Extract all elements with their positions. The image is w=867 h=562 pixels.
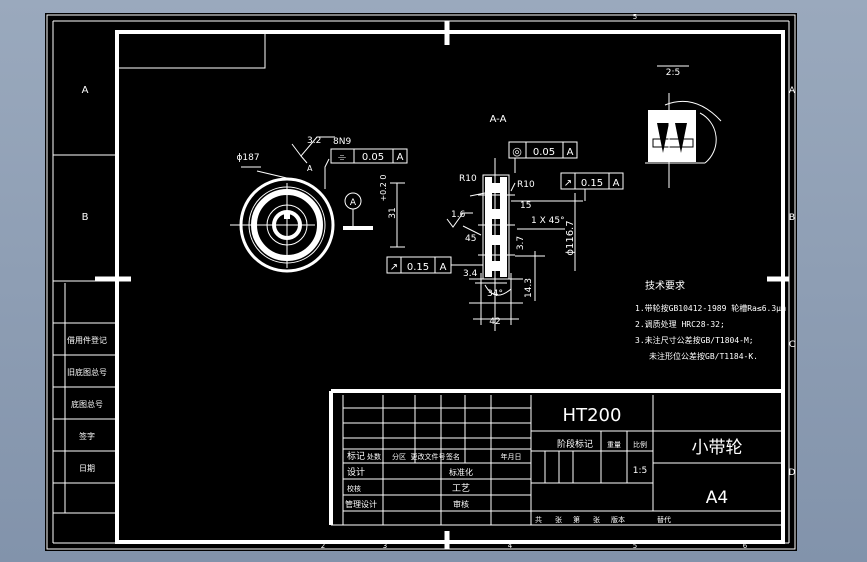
dim-116-7: ϕ116.7 <box>565 220 576 255</box>
requirement-item: 未注形位公差按GB/T1184-K. <box>649 351 758 361</box>
zone-number: 5 <box>633 542 637 550</box>
r10-label: R10 <box>459 174 477 184</box>
tolerance-value: 0.05 <box>533 147 555 158</box>
stamp-label: 旧底图总号 <box>67 367 107 377</box>
tb-header: 年月日 <box>501 452 522 461</box>
tb-role: 设计 <box>347 466 365 478</box>
requirement-item: 3.未注尺寸公差按GB/T1804-M; <box>635 335 754 345</box>
zone-letter: A <box>789 86 796 96</box>
dim-14-3: 14.3 <box>524 278 534 298</box>
stamp-label: 底图总号 <box>71 399 103 409</box>
tolerance-datum: A <box>397 152 404 163</box>
section-title: A-A <box>490 114 507 125</box>
tolerance-value: 0.15 <box>407 262 429 273</box>
dim-3-7: 3.7 <box>516 236 526 250</box>
tb-bottom: 版本 <box>611 515 625 524</box>
groove-detail-view <box>645 93 722 188</box>
tb-role: 标准化 <box>449 467 473 477</box>
zone-number: 4 <box>508 542 513 550</box>
runout-icon: ↗ <box>564 178 572 189</box>
tolerance-datum: A <box>613 178 620 189</box>
tb-bottom: 张 <box>593 515 600 524</box>
key-depth-value: 31 <box>388 207 398 218</box>
sheet-size: A4 <box>706 488 728 508</box>
keyway-label: 8N9 <box>333 137 351 147</box>
tb-header: 更改文件号 <box>411 452 446 461</box>
chamfer-label: 1 X 45° <box>531 216 565 226</box>
coaxiality-tolerance-frame <box>508 141 578 173</box>
dim-15: 15 <box>520 201 531 211</box>
keyway-leader <box>324 158 330 189</box>
roughness-symbol <box>291 136 335 164</box>
tb-role: 管理设计 <box>345 499 377 509</box>
symmetry-icon: ⌯ <box>338 152 346 163</box>
tb-header: 分区 <box>392 452 406 461</box>
runout-tolerance-frame-left <box>386 256 483 274</box>
requirement-item: 2.调质处理 HRC28-32; <box>635 319 725 329</box>
title-block <box>329 389 783 526</box>
tb-header: 签名 <box>446 452 460 461</box>
zone-letter: D <box>789 468 796 478</box>
zone-letter: B <box>82 212 89 223</box>
tolerance-datum: A <box>440 262 447 273</box>
stamp-label: 日期 <box>79 464 95 473</box>
scale-value: 1:5 <box>633 466 647 476</box>
zone-number: 5 <box>633 13 637 21</box>
pulley-section-view <box>462 158 583 331</box>
roughness-datum: A <box>307 164 313 173</box>
symmetry-tolerance-frame <box>330 148 408 164</box>
top-left-box <box>116 31 266 69</box>
drawing-sheet: A B A B C D 2 3 4 5 6 5 借用件登记 旧底图总号 底图总号… <box>45 13 797 551</box>
diameter-label: ϕ187 <box>236 153 259 163</box>
tb-bottom: 共 <box>535 515 542 524</box>
zone-number: 2 <box>321 542 325 550</box>
tb-role: 审核 <box>453 499 469 509</box>
rough-1-6: 1.6 <box>451 210 466 220</box>
dim-45: 45 <box>465 234 476 244</box>
stamp-label: 借用件登记 <box>67 335 107 345</box>
r10-label: R10 <box>517 180 535 190</box>
zone-letter: A <box>82 85 89 96</box>
material-label: HT200 <box>563 405 622 426</box>
runout-icon: ↗ <box>390 262 398 273</box>
tb-bottom: 第 <box>573 515 580 524</box>
key-depth-tol: +0.2 0 <box>379 174 388 201</box>
tb-bottom: 张 <box>555 515 562 524</box>
datum-base <box>343 226 373 230</box>
tb-header: 重量 <box>607 441 621 449</box>
dim-42: 42 <box>489 317 500 327</box>
datum-label: A <box>350 198 357 208</box>
tolerance-datum: A <box>567 147 574 158</box>
zone-letter: C <box>789 340 795 350</box>
tolerance-value: 0.05 <box>362 152 384 163</box>
coaxiality-icon: ◎ <box>512 145 522 158</box>
tb-bottom: 替代 <box>657 515 671 524</box>
tb-header: 阶段标记 <box>557 438 593 450</box>
dim-3-4: 3.4 <box>463 269 478 279</box>
tolerance-value: 0.15 <box>581 178 603 189</box>
part-name: 小带轮 <box>692 438 743 458</box>
stamp-label: 签字 <box>79 431 95 441</box>
tb-header: 处数 <box>367 452 381 461</box>
inner-frame <box>115 30 785 544</box>
zone-letter: B <box>789 213 795 223</box>
tb-header: 比例 <box>633 440 647 449</box>
detail-scale: 2:5 <box>666 68 680 78</box>
zone-number: 6 <box>743 542 748 550</box>
requirement-item: 1.带轮按GB10412-1989 轮槽Ra≤6.3μm <box>635 303 786 313</box>
outer-border <box>46 14 796 550</box>
angle-34: 34° <box>487 289 503 299</box>
tb-header: 标记 <box>347 450 365 462</box>
roughness-symbol <box>446 212 473 228</box>
tb-role: 校核 <box>347 484 361 493</box>
key-depth-dim <box>390 182 405 248</box>
runout-tolerance-frame-right <box>560 172 624 201</box>
tb-role: 工艺 <box>452 483 470 494</box>
left-stamp-table <box>52 283 118 514</box>
roughness-value: 3.2 <box>307 136 321 146</box>
requirements-title: 技术要求 <box>645 279 685 292</box>
zone-number: 3 <box>383 542 387 550</box>
pulley-front-view <box>230 166 335 273</box>
